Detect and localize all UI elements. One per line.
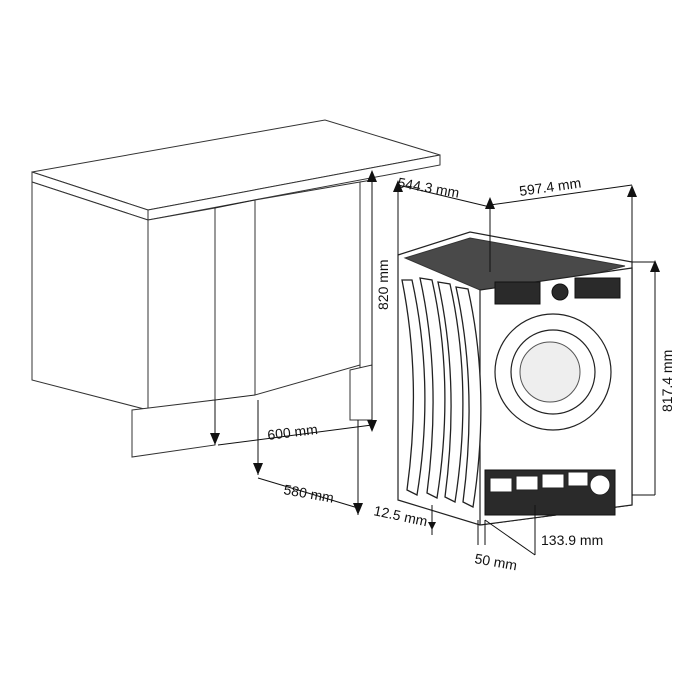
depth-top-label: 544.3 mm [396, 174, 460, 201]
display-panel [574, 277, 621, 299]
cabinet-depth-label: 580 mm [282, 481, 335, 506]
cabinet-width-label: 600 mm [266, 421, 318, 443]
detergent-drawer [494, 281, 541, 305]
kitchen-cabinet [31, 119, 441, 458]
machine-height-label: 817.4 mm [659, 350, 675, 412]
filter-cap [589, 474, 611, 496]
width-top-label: 597.4 mm [518, 174, 582, 199]
cabinet-height-label: 820 mm [375, 259, 391, 310]
bottom-recess-label: 133.9 mm [541, 532, 603, 548]
washing-machine [397, 231, 633, 526]
foot-offset-label: 50 mm [473, 550, 518, 573]
side-ribs [401, 277, 482, 508]
program-knob [551, 283, 569, 301]
dimension-lines [210, 170, 660, 556]
